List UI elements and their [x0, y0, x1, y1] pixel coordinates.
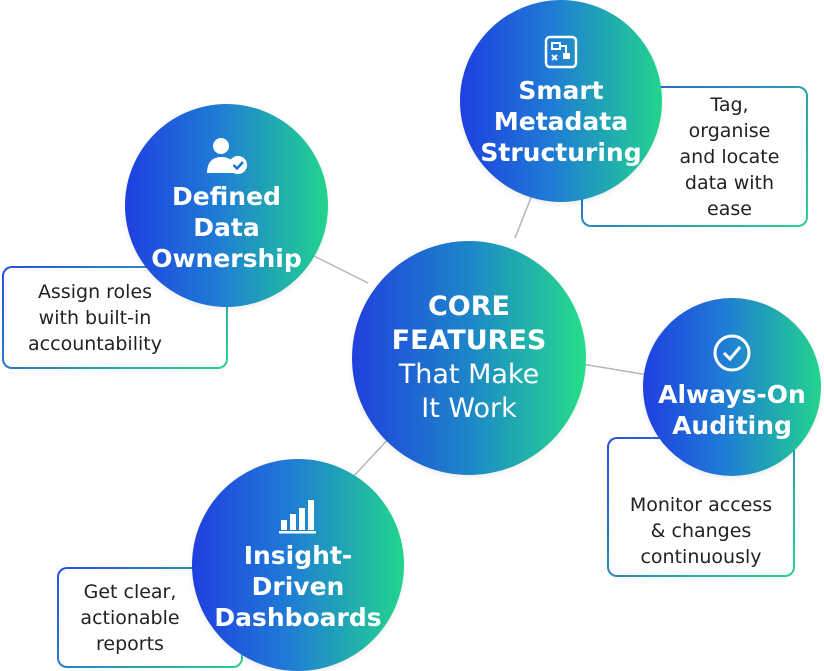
connector-dashboards [351, 434, 393, 479]
node-dashboards-circle: Insight- Driven Dashboards [192, 459, 404, 671]
user-check-icon [206, 138, 247, 174]
node-ownership-title: Defined Data Ownership [151, 182, 302, 273]
node-dashboards-title: Insight- Driven Dashboards [214, 540, 382, 632]
node-auditing-circle: Always-On Auditing [643, 298, 821, 476]
node-ownership-circle: Defined Data Ownership [125, 104, 328, 307]
note-auditing-text: Monitor access & changes continuously [629, 494, 773, 568]
check-circle-icon [713, 334, 751, 372]
center-title-line2: FEATURES [391, 325, 547, 356]
note-ownership: Assign roles with built-in accountabilit… [2, 266, 228, 369]
connector-auditing [581, 363, 649, 376]
core-features-circle: CORE FEATURES That Make It Work [352, 241, 586, 475]
node-metadata-circle: Smart Metadata Structuring [460, 0, 662, 202]
connector-ownership [311, 254, 369, 284]
note-dashboards: Get clear, actionable reports [57, 567, 243, 668]
node-auditing-title: Always-On Auditing [658, 380, 806, 440]
center-title-line1: CORE [427, 291, 510, 322]
note-ownership-text: Assign roles with built-in accountabilit… [28, 280, 162, 355]
note-metadata: Tag, organise and locate data with ease [581, 86, 808, 227]
bar-chart-icon [279, 499, 316, 533]
center-subtitle: That Make It Work [398, 359, 540, 424]
note-auditing: Monitor access & changes continuously [607, 437, 795, 577]
connector-metadata [514, 194, 533, 239]
note-dashboards-text: Get clear, actionable reports [80, 580, 180, 655]
note-metadata-text: Tag, organise and locate data with ease [679, 93, 780, 220]
workflow-icon [544, 35, 578, 68]
node-metadata-title: Smart Metadata Structuring [480, 75, 642, 167]
